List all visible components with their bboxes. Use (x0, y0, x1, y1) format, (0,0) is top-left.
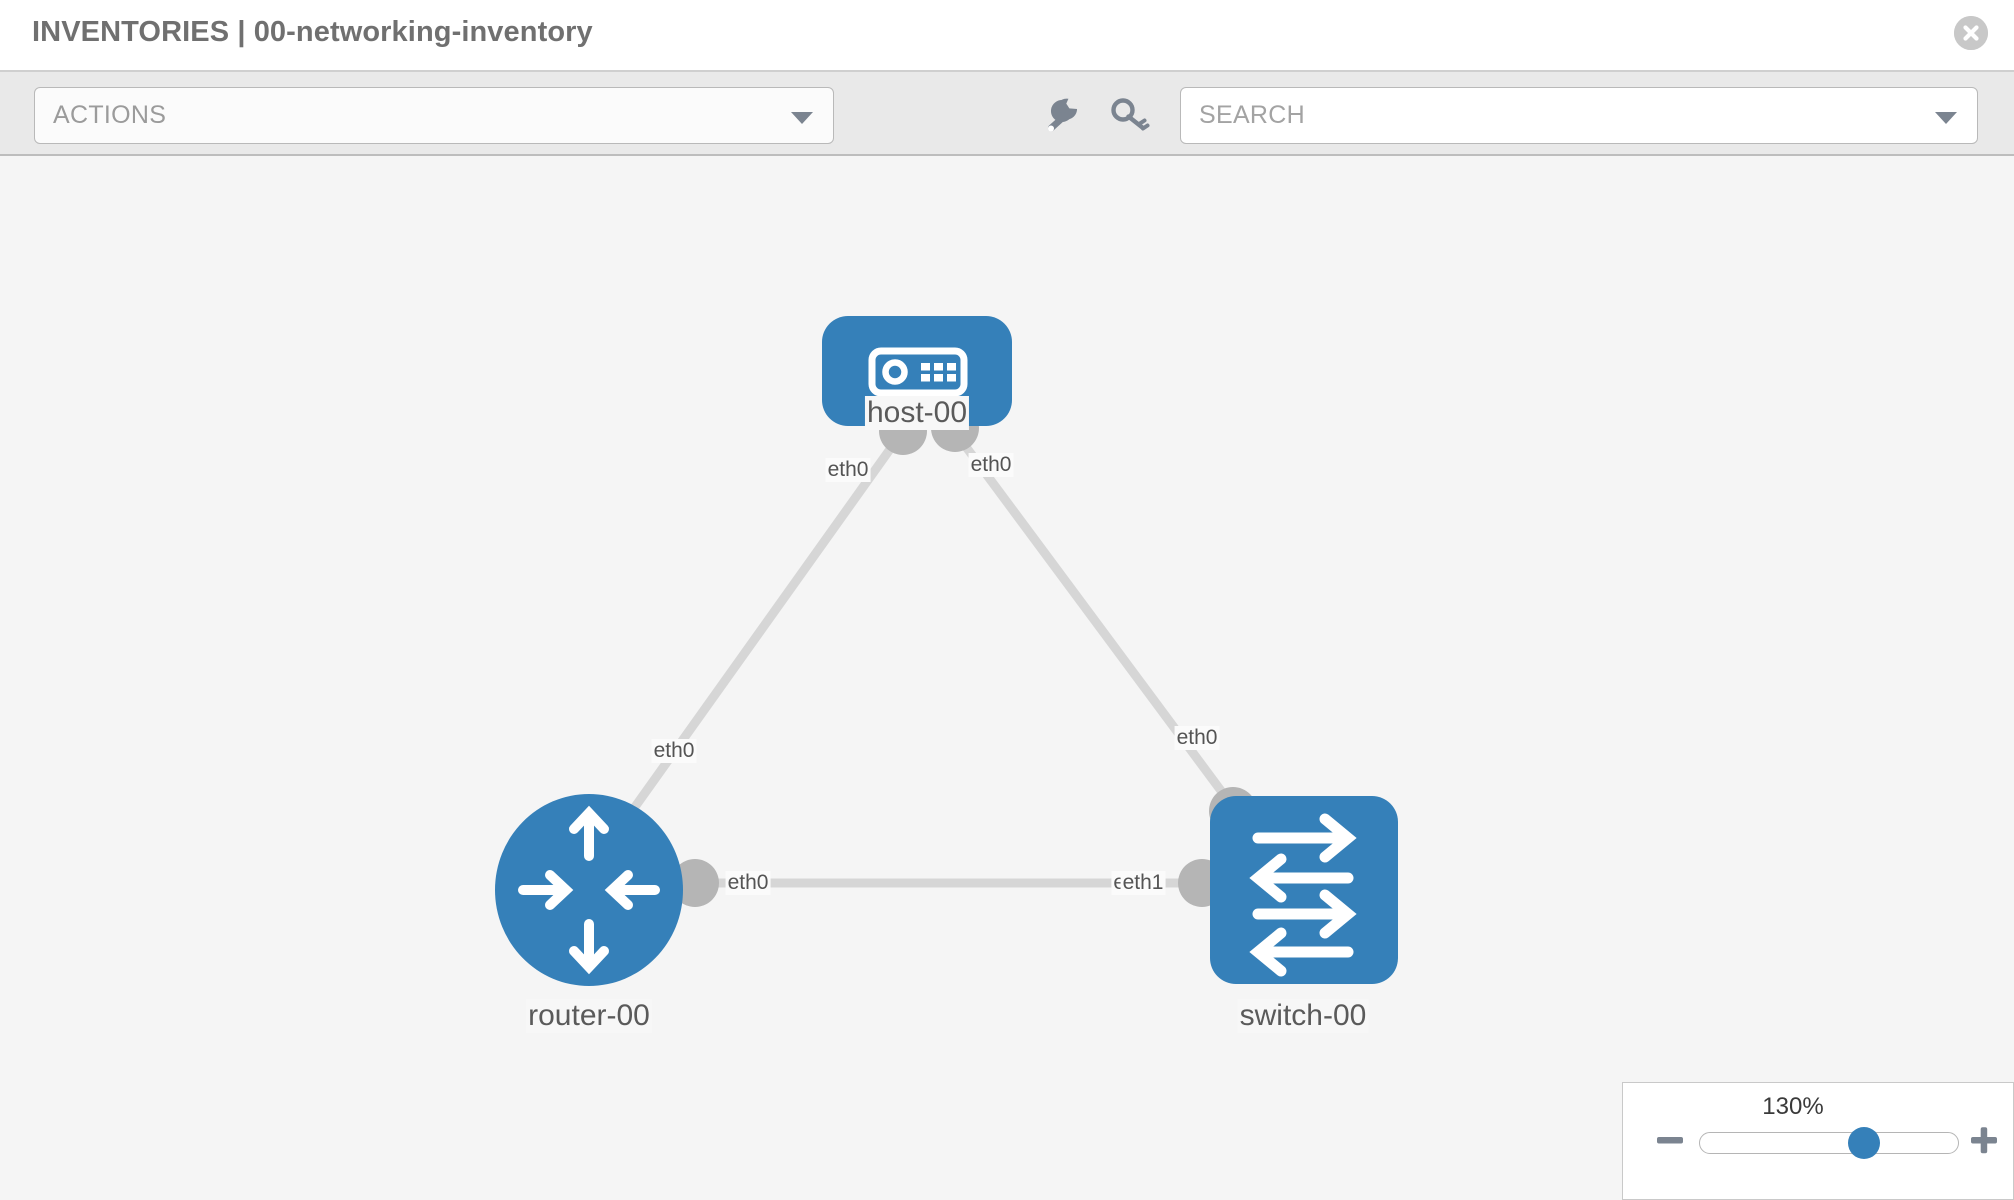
topology-graph (495, 316, 1398, 986)
node-router-00[interactable] (495, 794, 683, 986)
server-icon (868, 347, 968, 397)
zoom-slider-thumb[interactable] (1848, 1127, 1880, 1159)
port-label: eth0 (968, 453, 1014, 477)
link-host00-switch00[interactable] (948, 425, 1266, 849)
link-host00-router00[interactable] (596, 428, 907, 859)
chevron-down-icon (791, 112, 813, 124)
actions-dropdown-label: ACTIONS (53, 101, 167, 129)
toolbar: ACTIONS SEARCH (0, 70, 2014, 156)
key-button[interactable] (1108, 94, 1152, 138)
window-header: INVENTORIES | 00-networking-inventory (0, 0, 2014, 70)
zoom-in-button[interactable] (1967, 1123, 2001, 1157)
topology-connectors (671, 404, 1257, 907)
node-switch-00[interactable] (1210, 796, 1398, 984)
node-label-switch-00: switch-00 (1237, 999, 1369, 1033)
chevron-down-icon (1935, 112, 1957, 124)
close-icon (1954, 16, 1988, 50)
port-label: eth0 (1174, 726, 1220, 750)
port-label: eth1 (1120, 871, 1166, 895)
plus-icon (1971, 1127, 1997, 1154)
topology-links (596, 425, 1266, 888)
page-title: INVENTORIES | 00-networking-inventory (32, 16, 593, 48)
wrench-button[interactable] (1040, 94, 1084, 138)
zoom-slider-track[interactable] (1699, 1132, 1959, 1154)
zoom-level-value: 130% (1762, 1093, 1824, 1120)
zoom-control-panel: 130% (1622, 1082, 2014, 1200)
topology-canvas[interactable]: host-00 router-00 switch-00 eth0 eth0 et… (0, 156, 2014, 1200)
close-button[interactable] (1954, 16, 1988, 50)
search-placeholder: SEARCH (1199, 101, 1305, 129)
key-icon (1111, 98, 1150, 131)
zoom-out-button[interactable] (1653, 1123, 1687, 1157)
port-label: eth0 (725, 871, 771, 895)
port-label: eth0 (651, 739, 697, 763)
node-label-host-00: host-00 (864, 396, 970, 430)
connector-knob[interactable] (671, 859, 719, 907)
port-label: eth0 (825, 458, 871, 482)
node-label-router-00: router-00 (526, 999, 652, 1033)
actions-dropdown[interactable]: ACTIONS (34, 87, 834, 144)
search-input[interactable]: SEARCH (1180, 87, 1978, 144)
wrench-icon (1047, 98, 1078, 132)
router-arrows-icon (518, 805, 660, 975)
switch-arrows-icon (1249, 813, 1357, 977)
minus-icon (1657, 1137, 1683, 1144)
